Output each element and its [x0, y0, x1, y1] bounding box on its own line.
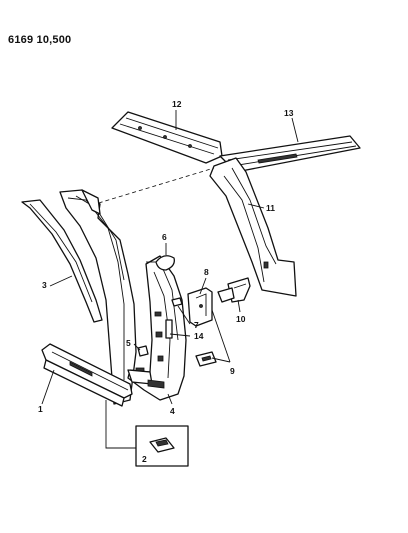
callout-1: 1	[38, 404, 43, 414]
callout-2: 2	[142, 454, 147, 464]
part-detail-box	[105, 400, 189, 467]
callout-3: 3	[42, 280, 47, 290]
callout-12: 12	[172, 99, 182, 109]
part-pillar-rear	[209, 157, 297, 297]
callout-11: 11	[266, 203, 275, 213]
part-bracket	[187, 287, 213, 327]
diagram-code: 6169 10,500	[8, 34, 72, 46]
callout-8: 8	[204, 267, 209, 277]
callout-7: 7	[194, 320, 199, 330]
alignment-line	[91, 167, 215, 206]
part-fastener	[137, 345, 149, 357]
part-clip	[171, 297, 183, 307]
part-nut-plate	[195, 351, 217, 367]
part-stud	[165, 319, 173, 339]
callout-13: 13	[284, 108, 294, 118]
callout-5: 5	[126, 338, 131, 348]
part-hinge	[217, 277, 251, 303]
part-hinge-pillar	[127, 255, 187, 401]
part-roof-rail-side	[219, 135, 361, 173]
part-plug	[146, 255, 175, 271]
callout-4: 4	[170, 406, 175, 416]
callout-6: 6	[162, 232, 167, 242]
part-rocker-sill	[41, 343, 133, 407]
part-a-pillar-trim	[21, 199, 103, 323]
part-roof-rail-front	[111, 111, 223, 164]
leader-lines	[41, 110, 299, 405]
callout-14: 14	[194, 331, 204, 341]
callout-10: 10	[236, 314, 246, 324]
callout-9: 9	[230, 366, 235, 376]
